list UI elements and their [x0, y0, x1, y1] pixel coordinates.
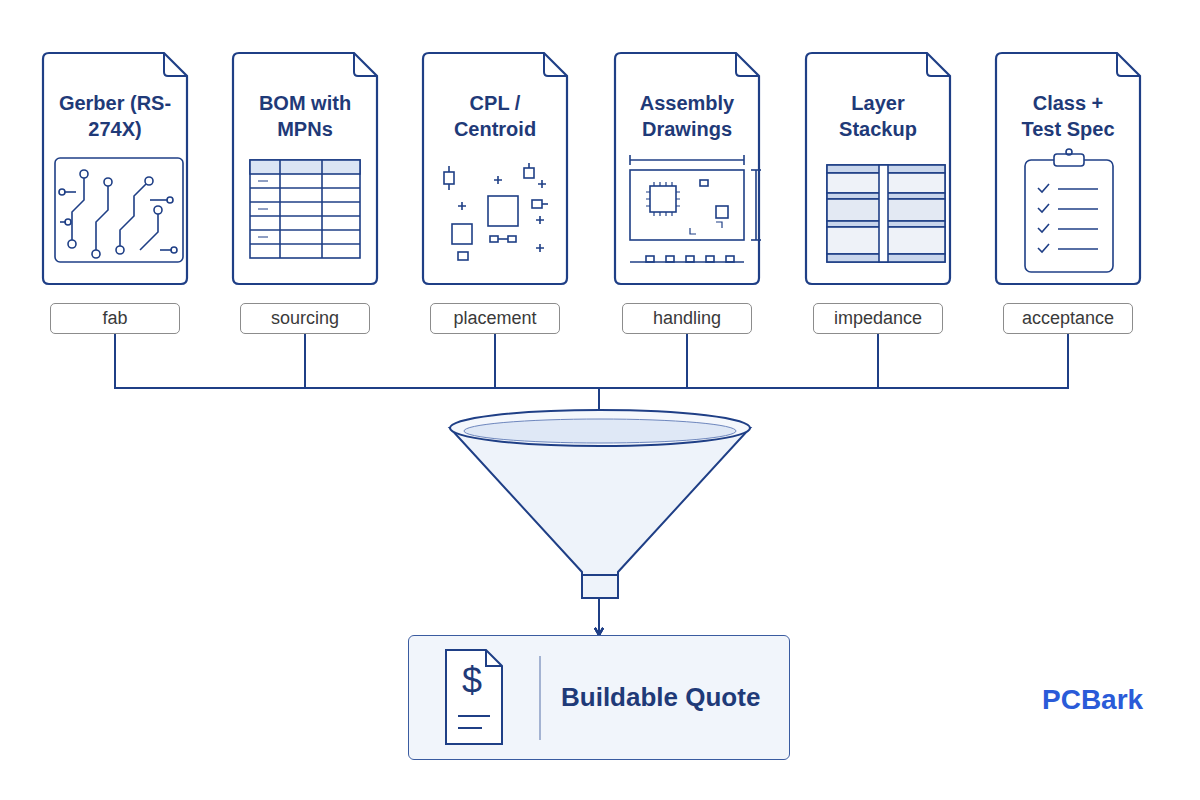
tag-text: handling	[653, 308, 721, 329]
purpose-tag: sourcing	[240, 303, 370, 334]
purpose-tag: fab	[50, 303, 180, 334]
tag-text: fab	[102, 308, 127, 329]
card-border	[996, 53, 1140, 284]
tag-text: acceptance	[1022, 308, 1114, 329]
document-card: Assembly Drawings	[614, 52, 760, 285]
tag-text: impedance	[834, 308, 922, 329]
document-card: Class + Test Spec	[995, 52, 1141, 285]
card-title: Class + Test Spec	[1011, 90, 1125, 142]
document-card: BOM with MPNs	[232, 52, 378, 285]
card-border	[806, 53, 950, 284]
purpose-tag: handling	[622, 303, 752, 334]
card-title: Assembly Drawings	[630, 90, 744, 142]
card-border	[233, 53, 377, 284]
folded-corner	[927, 53, 950, 76]
output-title: Buildable Quote	[561, 682, 760, 713]
card-border	[43, 53, 187, 284]
folded-corner	[354, 53, 377, 76]
quote-fill	[409, 636, 789, 759]
card-border	[423, 53, 567, 284]
logo-text: PCBark	[1042, 684, 1143, 716]
folded-corner	[544, 53, 567, 76]
card-border	[615, 53, 759, 284]
card-outline	[42, 52, 188, 285]
card-title: Layer Stackup	[821, 90, 935, 142]
purpose-tag: placement	[430, 303, 560, 334]
placement-icon	[444, 163, 548, 260]
folded-corner	[736, 53, 759, 76]
card-outline	[422, 52, 568, 285]
clipboard-icon	[1025, 149, 1113, 272]
document-card: Layer Stackup	[805, 52, 951, 285]
quote-document-icon	[446, 650, 540, 744]
purpose-tag: acceptance	[1003, 303, 1133, 334]
tag-text: placement	[453, 308, 536, 329]
stackup-icon	[827, 165, 945, 262]
currency-symbol: $	[462, 660, 482, 702]
document-card: CPL / Centroid	[422, 52, 568, 285]
card-outline	[614, 52, 760, 285]
folded-corner	[1117, 53, 1140, 76]
document-card: Gerber (RS-274X)	[42, 52, 188, 285]
bom-table-icon	[250, 160, 360, 258]
card-outline	[232, 52, 378, 285]
card-title: CPL / Centroid	[438, 90, 552, 142]
gerber-icon	[55, 158, 183, 262]
funnel	[450, 410, 750, 598]
card-title: BOM with MPNs	[248, 90, 362, 142]
purpose-tag: impedance	[813, 303, 943, 334]
card-outline	[805, 52, 951, 285]
card-outline	[995, 52, 1141, 285]
card-title: Gerber (RS-274X)	[58, 90, 172, 142]
folded-corner	[164, 53, 187, 76]
tag-text: sourcing	[271, 308, 339, 329]
assembly-drawing-icon	[630, 155, 761, 262]
